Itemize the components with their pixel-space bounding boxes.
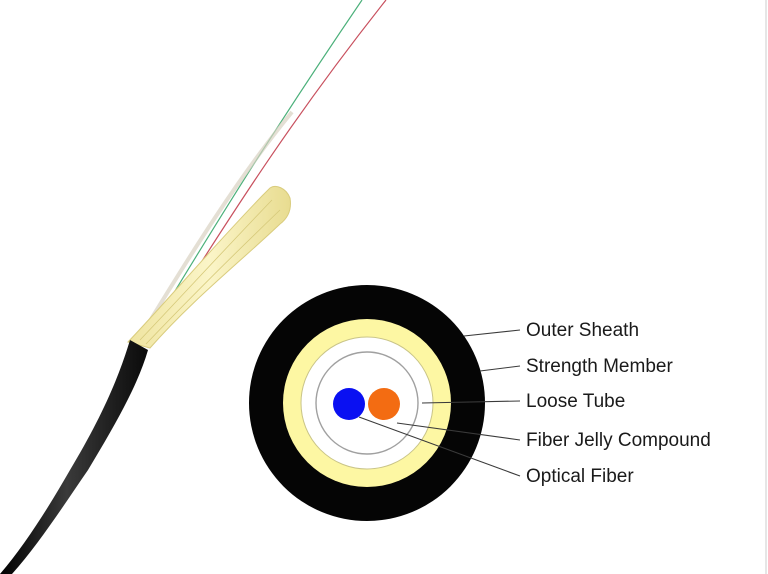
leader-loose-tube — [421, 400, 521, 404]
label-loose-tube: Loose Tube — [526, 391, 625, 412]
green-fiber — [149, 0, 363, 333]
cross-section — [249, 285, 485, 521]
labels: Outer Sheath Strength Member Loose Tube … — [526, 320, 711, 487]
leader-optical-fiber — [358, 416, 521, 477]
label-strength-member: Strength Member — [526, 356, 673, 377]
leader-fiber-jelly — [396, 422, 521, 441]
label-outer-sheath: Outer Sheath — [526, 320, 639, 341]
cable-photo — [0, 0, 387, 574]
leader-strength-member — [479, 365, 521, 372]
aramid-yarn — [127, 185, 291, 349]
leader-lines — [358, 329, 521, 477]
optical-fiber-orange — [368, 388, 400, 420]
cable-jacket — [0, 340, 148, 574]
label-fiber-jelly: Fiber Jelly Compound — [526, 430, 711, 451]
strength-member-inner-edge — [300, 336, 434, 470]
label-optical-fiber: Optical Fiber — [526, 466, 634, 487]
loose-tube-segment — [140, 110, 294, 336]
leader-outer-sheath — [463, 329, 521, 337]
loose-tube — [315, 351, 419, 455]
optical-fiber-blue — [333, 388, 365, 420]
